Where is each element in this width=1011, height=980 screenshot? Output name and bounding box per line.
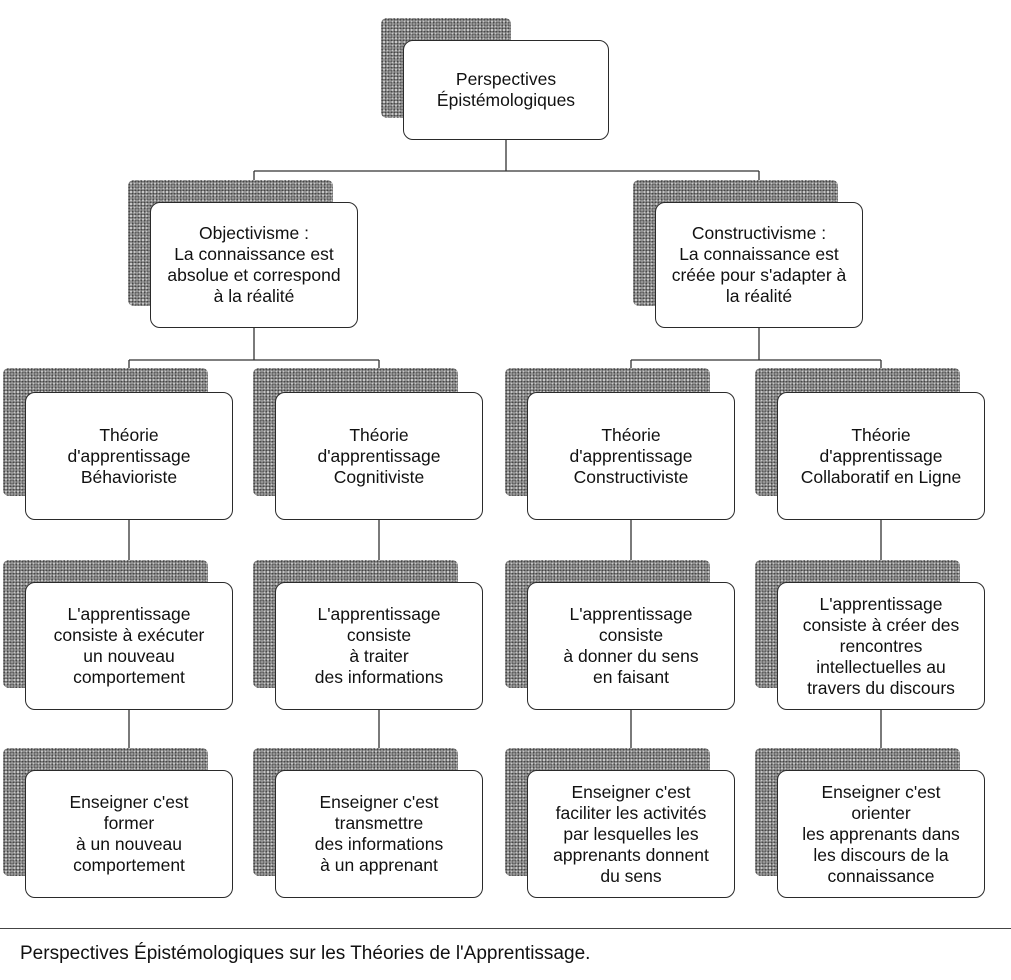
- figure-caption: Perspectives Épistémologiques sur les Th…: [20, 943, 591, 964]
- node-box: L'apprentissage consiste à traiter des i…: [275, 582, 483, 710]
- node-box: Constructivisme : La connaissance est cr…: [655, 202, 863, 328]
- node-label: Enseigner c'est faciliter les activités …: [553, 781, 709, 886]
- node-box: Objectivisme : La connaissance est absol…: [150, 202, 358, 328]
- node-box: L'apprentissage consiste à donner du sen…: [527, 582, 735, 710]
- caption-divider: [0, 928, 1011, 929]
- node-box: Théorie d'apprentissage Cognitiviste: [275, 392, 483, 520]
- node-label: Constructivisme : La connaissance est cr…: [671, 223, 847, 306]
- node-label: Objectivisme : La connaissance est absol…: [167, 223, 341, 306]
- node-label: Perspectives Épistémologiques: [436, 69, 576, 110]
- node-box: Théorie d'apprentissage Constructiviste: [527, 392, 735, 520]
- node-label: Théorie d'apprentissage Constructiviste: [569, 424, 693, 487]
- node-label: Théorie d'apprentissage Collaboratif en …: [800, 424, 962, 487]
- node-box: Perspectives Épistémologiques: [403, 40, 609, 140]
- node-label: Théorie d'apprentissage Béhavioriste: [67, 424, 191, 487]
- node-label: Théorie d'apprentissage Cognitiviste: [317, 424, 441, 487]
- node-box: L'apprentissage consiste à exécuter un n…: [25, 582, 233, 710]
- node-label: Enseigner c'est transmettre des informat…: [314, 792, 444, 875]
- node-box: Enseigner c'est former à un nouveau comp…: [25, 770, 233, 898]
- node-box: Théorie d'apprentissage Collaboratif en …: [777, 392, 985, 520]
- node-box: Enseigner c'est faciliter les activités …: [527, 770, 735, 898]
- node-box: Enseigner c'est transmettre des informat…: [275, 770, 483, 898]
- node-label: L'apprentissage consiste à donner du sen…: [563, 604, 699, 687]
- node-label: Enseigner c'est orienter les apprenants …: [802, 781, 960, 886]
- node-box: L'apprentissage consiste à créer des ren…: [777, 582, 985, 710]
- node-label: Enseigner c'est former à un nouveau comp…: [69, 792, 189, 875]
- node-label: L'apprentissage consiste à traiter des i…: [314, 604, 444, 687]
- node-box: Enseigner c'est orienter les apprenants …: [777, 770, 985, 898]
- node-label: L'apprentissage consiste à exécuter un n…: [53, 604, 205, 687]
- node-label: L'apprentissage consiste à créer des ren…: [802, 593, 960, 698]
- node-box: Théorie d'apprentissage Béhavioriste: [25, 392, 233, 520]
